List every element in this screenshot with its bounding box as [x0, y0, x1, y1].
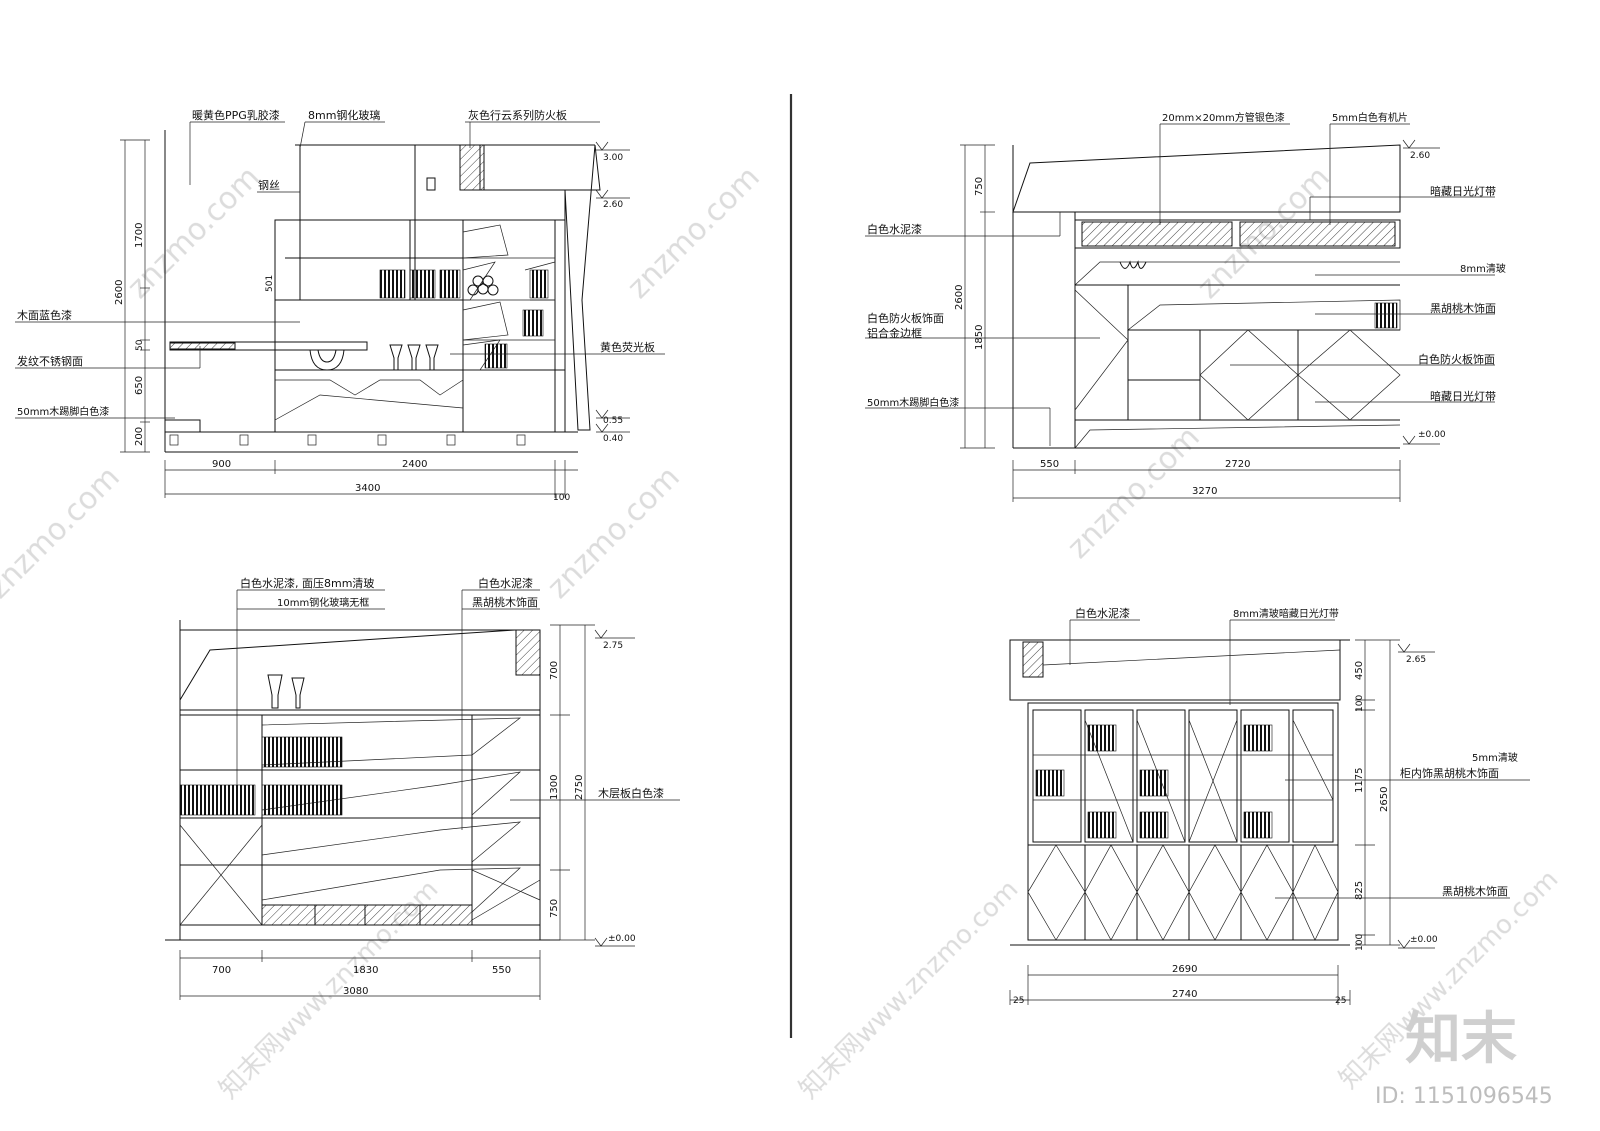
glass-doors [1032, 709, 1334, 843]
dim-d-100a: 100 [1355, 695, 1365, 712]
level-d-000: ±0.00 [1410, 935, 1438, 945]
label-steel: 发纹不锈钢面 [17, 354, 83, 368]
dim-c-1830: 1830 [353, 965, 378, 976]
dim-d-2650: 2650 [1379, 787, 1390, 812]
level-b-000: ±0.00 [1418, 430, 1446, 440]
dim-a-900: 900 [212, 459, 231, 470]
label-glass: 8mm钢化玻璃 [308, 108, 380, 122]
watermark-site: znzmo.com [621, 160, 767, 306]
label-walnut-d: 黑胡桃木饰面 [1442, 884, 1508, 898]
acrylic-panel [1081, 221, 1233, 247]
elevation-a: 2600 1700 501 50 650 200 900 2400 3400 1… [15, 108, 665, 503]
dim-d-100b: 100 [1355, 934, 1365, 951]
label-acrylic: 5mm白色有机片 [1332, 111, 1408, 124]
dim-b-2600: 2600 [954, 285, 965, 310]
dim-a-2600: 2600 [114, 280, 125, 305]
dim-a-200: 200 [134, 427, 145, 446]
dim-c-3080: 3080 [343, 986, 368, 997]
label-yellow-board: 黄色荧光板 [600, 340, 655, 354]
label-cement-d: 白色水泥漆 [1075, 606, 1130, 620]
level-a-260: 2.60 [603, 200, 623, 210]
level-a-300: 3.00 [603, 153, 623, 163]
side-hatch-c [515, 629, 541, 676]
dim-a-2400: 2400 [402, 459, 427, 470]
dim-b-750: 750 [974, 177, 985, 196]
dim-c-700: 700 [549, 661, 560, 680]
dim-b-2720: 2720 [1225, 459, 1250, 470]
label-tempered: 10mm钢化玻璃无框 [277, 596, 369, 609]
dim-a-100: 100 [553, 493, 570, 503]
dim-a-1700: 1700 [134, 223, 145, 248]
fire-board-column [459, 144, 485, 191]
level-c-275: 2.75 [603, 641, 623, 651]
dim-b-3270: 3270 [1192, 486, 1217, 497]
level-a-055: 0.55 [603, 416, 623, 426]
label-fire-panel-2: 白色防火板饰面 [1418, 352, 1495, 366]
dim-d-825: 825 [1354, 881, 1365, 900]
label-walnut-b: 黑胡桃木饰面 [1430, 301, 1496, 315]
level-marks-a [595, 141, 630, 433]
label-cabinet-walnut: 柜内饰黑胡桃木饰面 [1400, 766, 1499, 780]
label-tube: 20mm×20mm方管银色漆 [1162, 111, 1285, 124]
elevation-b: 750 2600 1850 550 2720 3270 2.60 ±0.00 2… [865, 111, 1506, 502]
label-cement-b: 白色水泥漆 [867, 222, 922, 236]
label-baseboard-b: 50mm木踢脚白色漆 [867, 396, 959, 409]
label-walnut-c: 黑胡桃木饰面 [472, 595, 538, 609]
floor-markers [169, 434, 526, 446]
dim-d-25b: 25 [1335, 996, 1346, 1006]
side-hatch-d [1022, 641, 1044, 678]
level-a-040: 0.40 [603, 434, 623, 444]
dim-a-50: 50 [135, 339, 145, 351]
dim-d-2690: 2690 [1172, 964, 1197, 975]
dim-a-650: 650 [134, 376, 145, 395]
dim-c-700w: 700 [212, 965, 231, 976]
watermark-site: znzmo.com [541, 460, 687, 606]
dim-b-1850: 1850 [974, 325, 985, 350]
label-cement-c: 白色水泥漆 [478, 576, 533, 590]
dim-d-25a: 25 [1013, 996, 1024, 1006]
label-baseboard-a: 50mm木踢脚白色漆 [17, 405, 109, 418]
level-d-265: 2.65 [1406, 655, 1426, 665]
label-wood-blue: 木面蓝色漆 [17, 308, 72, 322]
dim-a-501: 501 [265, 275, 275, 292]
elevation-d: 450 100 1175 2650 825 100 2690 25 2740 2… [1009, 606, 1530, 1006]
watermark-site: 知末网www.znzmo.com [794, 874, 1025, 1105]
level-c-000: ±0.00 [608, 934, 636, 944]
dim-c-750: 750 [549, 899, 560, 918]
image-id: ID: 1151096545 [1375, 1084, 1553, 1109]
label-fire-panel-1: 白色防火板饰面 [867, 311, 944, 325]
label-fire-board: 灰色行云系列防火板 [468, 108, 567, 122]
dim-b-550: 550 [1040, 459, 1059, 470]
watermark-site: znzmo.com [0, 460, 127, 606]
label-light-bottom: 暗藏日光灯带 [1430, 389, 1496, 403]
label-alu-frame: 铝合金边框 [867, 326, 922, 340]
dim-a-3400: 3400 [355, 483, 380, 494]
dim-d-2740: 2740 [1172, 989, 1197, 1000]
dim-d-450: 450 [1354, 661, 1365, 680]
label-glass5: 5mm清玻 [1472, 751, 1518, 764]
label-light-top: 暗藏日光灯带 [1430, 184, 1496, 198]
label-shelf: 木层板白色漆 [598, 786, 664, 800]
dim-c-1300: 1300 [549, 775, 560, 800]
label-cement-glass: 白色水泥漆, 面压8mm清玻 [240, 576, 374, 590]
label-paint-top: 暖黄色PPG乳胶漆 [192, 108, 280, 122]
level-b-260: 2.60 [1410, 151, 1430, 161]
watermark-site: znzmo.com [1061, 420, 1207, 566]
dim-c-550: 550 [492, 965, 511, 976]
dim-c-2750: 2750 [574, 775, 585, 800]
label-steel-wire: 钢丝 [258, 179, 280, 192]
label-clear-glass: 8mm清玻 [1460, 262, 1506, 275]
label-glass-light: 8mm清玻暗藏日光灯带 [1233, 607, 1339, 620]
brand-logo: 知末 [1405, 1007, 1517, 1072]
display-cabinet [274, 219, 566, 433]
elevation-c: 700 1300 2750 750 700 1830 550 3080 2.75… [165, 576, 680, 1000]
